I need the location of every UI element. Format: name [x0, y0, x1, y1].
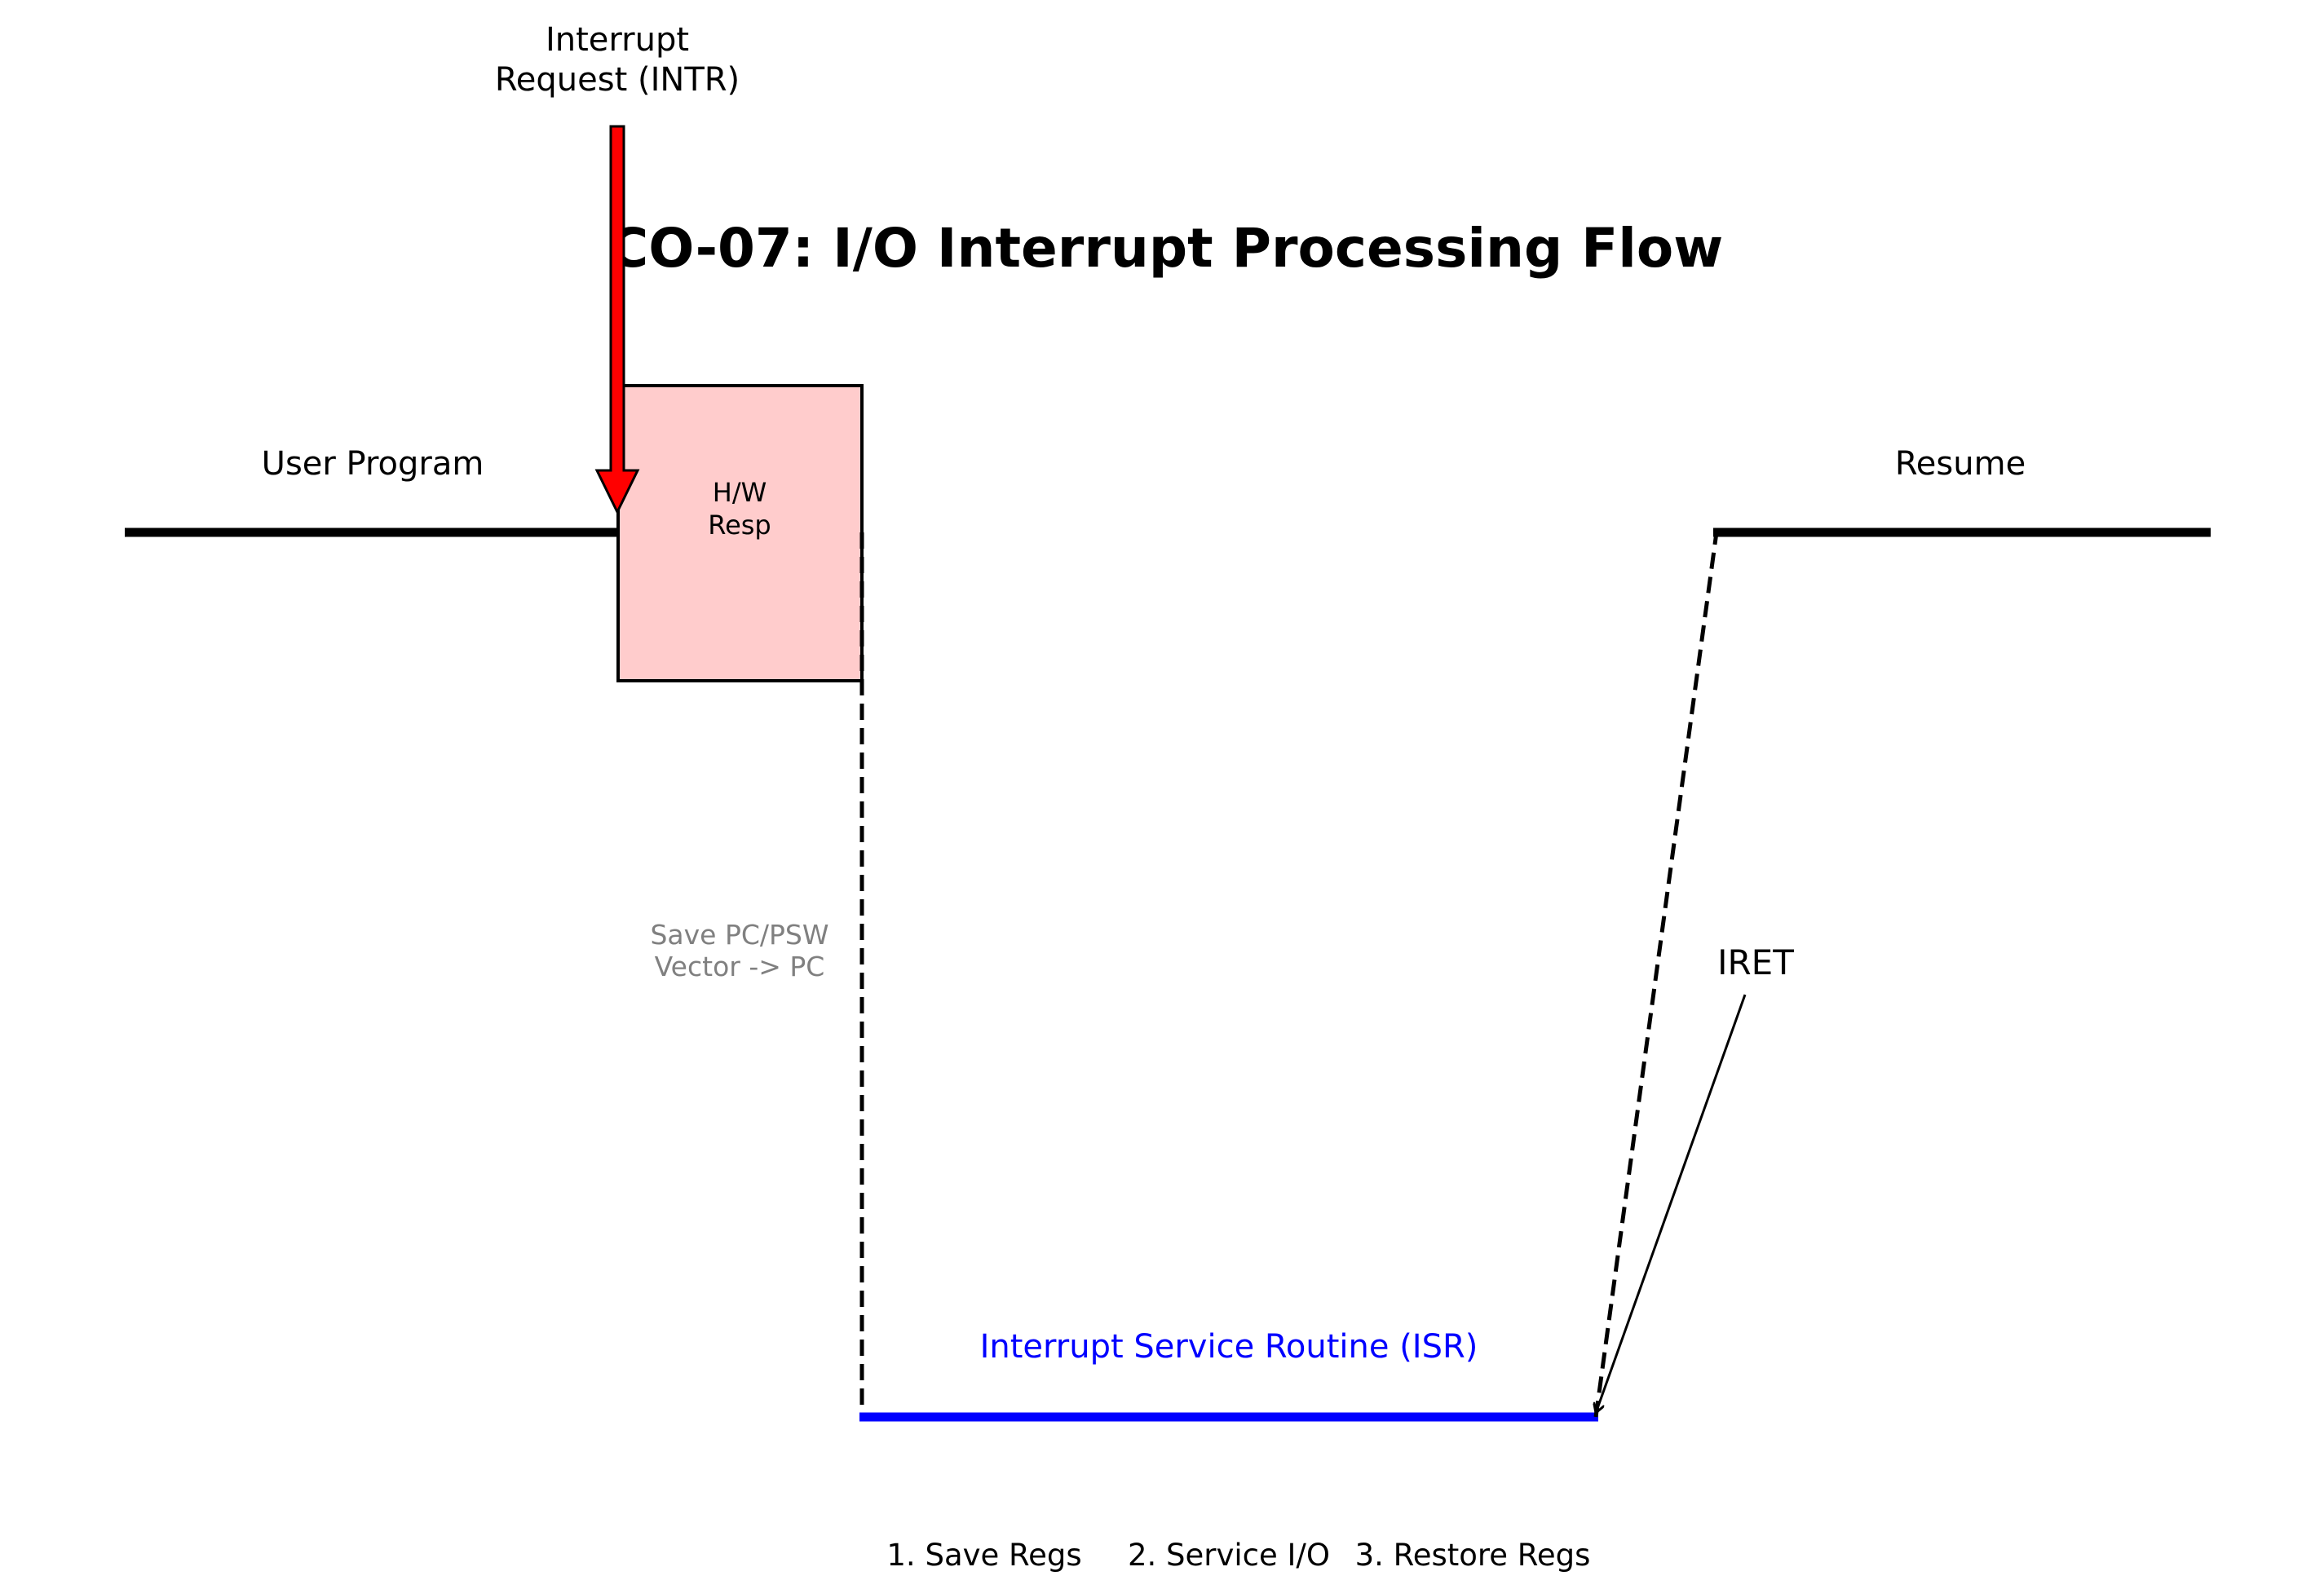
- isr-step-1: 1. Save Regs: [886, 1538, 1081, 1573]
- vector-note-line1: Save PC/PSW: [650, 919, 828, 951]
- return-dashed-line: [1593, 532, 1719, 1418]
- interrupt-request-label-line1: Interrupt: [546, 21, 689, 59]
- isr-step-3: 3. Restore Regs: [1355, 1538, 1591, 1573]
- iret-arrow: [1596, 994, 1747, 1413]
- isr-step-2: 2. Service I/O: [1128, 1538, 1330, 1573]
- user-program-label: User Program: [262, 445, 484, 483]
- hw-response-label-line1: H/W: [713, 477, 767, 508]
- interrupt-request-arrow: [594, 125, 640, 515]
- interrupt-request-label-line2: Request (INTR): [495, 61, 740, 99]
- hw-response-label-line2: Resp: [708, 510, 771, 541]
- hw-response-box: [616, 384, 864, 682]
- iret-label: IRET: [1717, 942, 1794, 982]
- resume-label: Resume: [1895, 445, 2026, 483]
- vector-note-line2: Vector -> PC: [655, 951, 825, 982]
- isr-label: Interrupt Service Routine (ISR): [980, 1328, 1478, 1366]
- diagram-title: CO-07: I/O Interrupt Processing Flow: [609, 217, 1723, 280]
